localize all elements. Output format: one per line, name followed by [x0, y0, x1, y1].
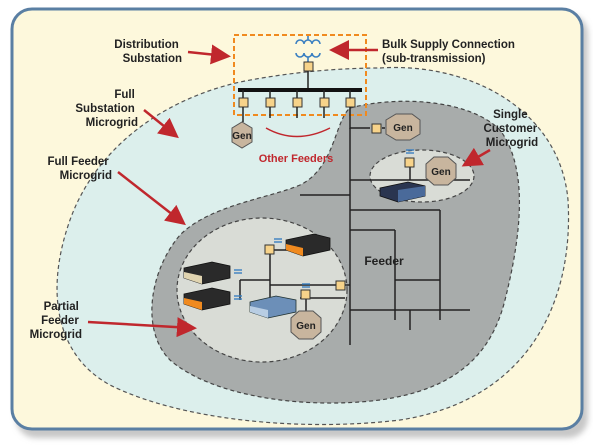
arrow-red: [143, 109, 179, 139]
label-distribution-substation: Distribution Substation: [114, 39, 182, 65]
svg-text:Gen: Gen: [232, 131, 251, 142]
label-bulk-supply: Bulk Supply Connection (sub-transmission…: [382, 39, 518, 65]
breaker-node: [300, 289, 311, 300]
building-icon: [379, 181, 426, 203]
generator-icon: Gen: [425, 156, 457, 186]
svg-text:Gen: Gen: [431, 167, 450, 178]
svg-text:Gen: Gen: [393, 123, 412, 134]
breaker-node: [371, 123, 382, 134]
building-icon: [249, 295, 297, 319]
breaker-node: [335, 280, 346, 291]
arrow-red: [187, 44, 231, 65]
generator-icon: Gen: [231, 121, 253, 149]
building-icon: [183, 287, 231, 311]
breaker-icon: [234, 149, 414, 300]
generator-icon: Gen: [385, 113, 421, 141]
bus-breakers: [238, 90, 356, 120]
arrow-red: [87, 317, 197, 338]
transformer-icon: [295, 36, 321, 62]
other-feeders-brace: [265, 127, 331, 138]
building-icon: [183, 261, 231, 285]
breaker-node: [264, 244, 275, 255]
building-icon: [285, 233, 331, 257]
label-other-feeders: Other Feeders: [259, 153, 334, 165]
label-feeder: Feeder: [364, 254, 404, 268]
generator-icon: Gen: [290, 310, 322, 340]
label-full-substation-microgrid: Full Substation Microgrid: [75, 89, 138, 129]
label-partial-feeder-microgrid: Partial Feeder Microgrid: [30, 301, 82, 341]
label-full-feeder-microgrid: Full Feeder Microgrid: [47, 156, 112, 182]
arrow-red: [117, 171, 186, 226]
arrow-red: [461, 147, 491, 167]
svg-text:Gen: Gen: [296, 321, 315, 332]
breaker-node: [404, 157, 415, 168]
label-single-customer-microgrid: Single Customer Microgrid: [484, 109, 541, 149]
distribution-substation-box: [233, 34, 367, 116]
breaker-node: [303, 61, 314, 72]
